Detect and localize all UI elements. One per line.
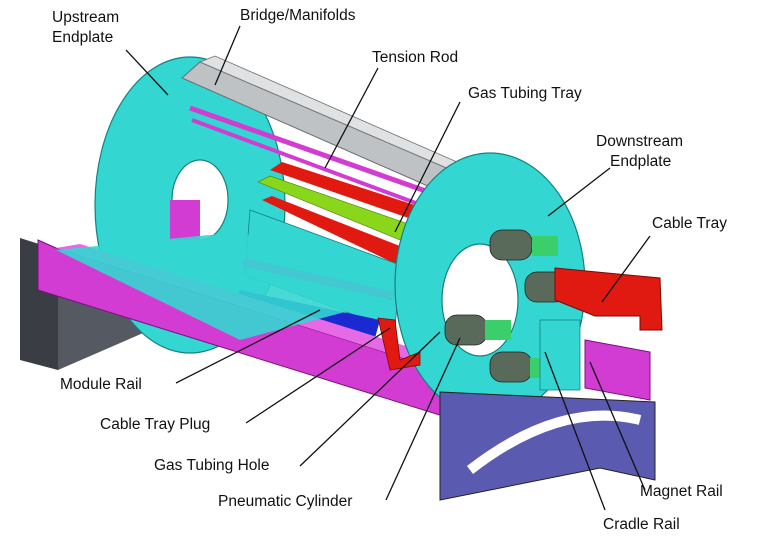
label-cable-tray: Cable Tray	[652, 215, 727, 232]
right-stand	[439, 391, 656, 501]
label-pneumatic-cylinder: Pneumatic Cylinder	[218, 493, 352, 510]
magnet-rail	[584, 339, 651, 401]
red-tray-upper	[270, 162, 430, 222]
upstream-magenta-block	[170, 200, 200, 240]
label-bridge-manifolds: Bridge/Manifolds	[240, 7, 356, 24]
label-upstream-endplate-1: Upstream	[52, 9, 119, 26]
label-downstream-endplate-1: Downstream	[596, 133, 683, 150]
label-module-rail: Module Rail	[60, 376, 142, 393]
cable-tray	[554, 267, 663, 331]
tension-rod	[189, 105, 441, 199]
label-upstream-endplate-2: Endplate	[52, 29, 113, 46]
label-cradle-rail: Cradle Rail	[603, 516, 680, 533]
tension-rod-2	[191, 118, 441, 214]
label-gas-tubing-hole: Gas Tubing Hole	[154, 457, 269, 474]
cyan-base-plate	[56, 232, 420, 340]
leader-lines	[125, 25, 651, 511]
label-downstream-endplate-2: Endplate	[610, 153, 671, 170]
label-tension-rod: Tension Rod	[372, 49, 458, 66]
red-tray-lower	[262, 196, 410, 266]
cradle-arc	[466, 410, 642, 474]
label-magnet-rail: Magnet Rail	[640, 483, 723, 500]
label-cable-tray-plug: Cable Tray Plug	[100, 416, 210, 433]
label-gas-tubing-tray: Gas Tubing Tray	[468, 85, 582, 102]
